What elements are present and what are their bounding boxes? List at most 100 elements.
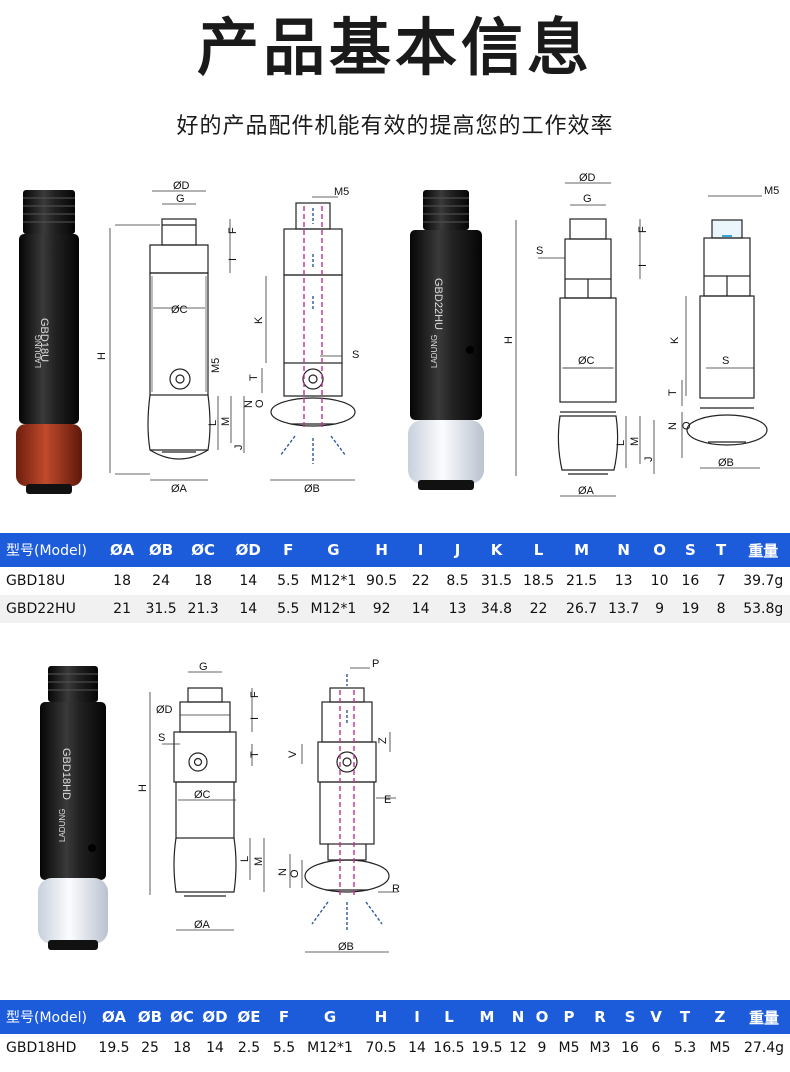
page-subtitle: 好的产品配件机能有效的提高您的工作效率: [176, 114, 614, 139]
column-header: L: [430, 1000, 468, 1034]
gbd22hu-outline-labels: ØD G S H F I ØC L M J ØA: [503, 172, 655, 497]
svg-text:F: F: [637, 226, 649, 233]
column-header: G: [302, 1000, 358, 1034]
value-cell: 9: [644, 595, 675, 623]
value-cell: 18: [194, 573, 213, 589]
value-cell: 16: [681, 573, 700, 589]
svg-text:ØB: ØB: [338, 941, 354, 953]
gbd18hd-section-labels: P V Z E N O R ØB: [277, 658, 400, 953]
svg-text:F: F: [249, 691, 261, 698]
gbd18hd-photo: GBD18HD LADUNG: [38, 666, 108, 950]
value-cell: 18: [173, 1040, 191, 1056]
value-cell: 53.8g: [736, 595, 790, 623]
svg-text:ØD: ØD: [579, 172, 596, 184]
value-cell: 24: [152, 573, 170, 589]
svg-text:N: N: [277, 868, 289, 876]
svg-text:ØA: ØA: [171, 483, 188, 495]
gbd18hd-print: GBD18HD: [60, 748, 72, 800]
value-cell: 34.8: [475, 595, 518, 623]
gbd18hd-outline-dimensions: [149, 671, 265, 931]
value-cell: 8: [705, 595, 737, 623]
column-header: 重量: [738, 1000, 790, 1034]
svg-text:S: S: [352, 349, 359, 361]
svg-text:G: G: [199, 661, 208, 673]
value-cell: 19.5: [98, 1040, 130, 1056]
svg-text:O: O: [681, 421, 693, 430]
value-cell: 16.5: [433, 1040, 465, 1056]
value-cell: 13: [614, 573, 633, 589]
value-cell: 6: [651, 1040, 661, 1056]
svg-text:M5: M5: [334, 186, 349, 198]
gbd18u-brand: LADUNG: [34, 335, 43, 368]
svg-text:ØC: ØC: [194, 789, 211, 801]
gbd22hu-outline-dimensions: [515, 182, 655, 497]
value-cell: 14: [206, 1040, 224, 1056]
value-cell: 14: [225, 595, 271, 623]
value-cell: 7: [716, 573, 726, 589]
svg-text:M5: M5: [764, 185, 779, 197]
gbd18hd-outline-labels: G H ØD S F I T ØC L M ØA: [137, 661, 265, 931]
value-cell: 31.5: [480, 573, 513, 589]
value-cell: 12: [509, 1040, 527, 1056]
column-header: M: [468, 1000, 506, 1034]
svg-text:H: H: [96, 352, 108, 360]
svg-text:ØB: ØB: [304, 483, 320, 495]
value-cell: M12*1: [305, 595, 362, 623]
column-header: ØB: [134, 1000, 166, 1034]
value-cell: 19.5: [471, 1040, 503, 1056]
value-cell: 10: [650, 573, 669, 589]
column-header: P: [554, 1000, 584, 1034]
value-cell: M12*1: [310, 573, 357, 589]
svg-text:L: L: [615, 440, 627, 446]
svg-text:F: F: [227, 227, 239, 234]
column-header: ØA: [94, 1000, 134, 1034]
svg-text:S: S: [536, 245, 543, 257]
svg-text:Z: Z: [377, 737, 389, 744]
svg-text:E: E: [384, 794, 391, 806]
gbd18u-section-labels: M5 K S T O N ØB: [243, 186, 359, 495]
gbd22hu-outline-drawing: [557, 218, 619, 475]
svg-text:L: L: [239, 856, 251, 862]
gbd18hd-vacuum-arrows: [311, 674, 383, 930]
svg-text:ØA: ØA: [578, 485, 595, 497]
svg-text:M: M: [220, 417, 232, 426]
value-cell: 27.4g: [743, 1040, 785, 1056]
value-cell: 39.7g: [743, 573, 784, 589]
value-cell: 18.5: [522, 573, 555, 589]
svg-text:P: P: [372, 658, 379, 670]
column-header: F: [266, 1000, 302, 1034]
gbd18hd-outline-drawing: [173, 687, 237, 897]
page-title: 产品基本信息: [196, 11, 593, 84]
gbd18hd-section-dimensions: [289, 667, 398, 953]
svg-text:I: I: [249, 717, 261, 720]
value-cell: 14: [402, 595, 440, 623]
column-header: 重量: [736, 533, 790, 567]
value-cell: 26.7: [560, 595, 604, 623]
column-header: Z: [702, 1000, 738, 1034]
value-cell: M3: [589, 1040, 611, 1056]
column-header: N: [603, 533, 645, 567]
svg-text:O: O: [254, 399, 266, 408]
svg-text:T: T: [667, 389, 679, 396]
value-cell: 9: [537, 1040, 547, 1056]
value-cell: 13.7: [603, 595, 645, 623]
column-header: G: [305, 533, 362, 567]
model-cell: GBD18U: [6, 573, 66, 589]
gbd18u-section-dimensions: [261, 196, 355, 481]
value-cell: 8.5: [446, 573, 469, 589]
column-header: I: [402, 533, 440, 567]
value-cell: 21.5: [566, 573, 598, 589]
column-header: T: [668, 1000, 702, 1034]
svg-text:T: T: [249, 751, 261, 758]
column-header: H: [358, 1000, 404, 1034]
gbd18hd-section-drawing: [304, 687, 390, 893]
column-header: O: [530, 1000, 554, 1034]
value-cell: 5.3: [673, 1040, 697, 1056]
value-cell: 5.5: [270, 595, 306, 623]
value-cell: M5: [709, 1040, 731, 1056]
svg-text:M5: M5: [210, 358, 222, 373]
